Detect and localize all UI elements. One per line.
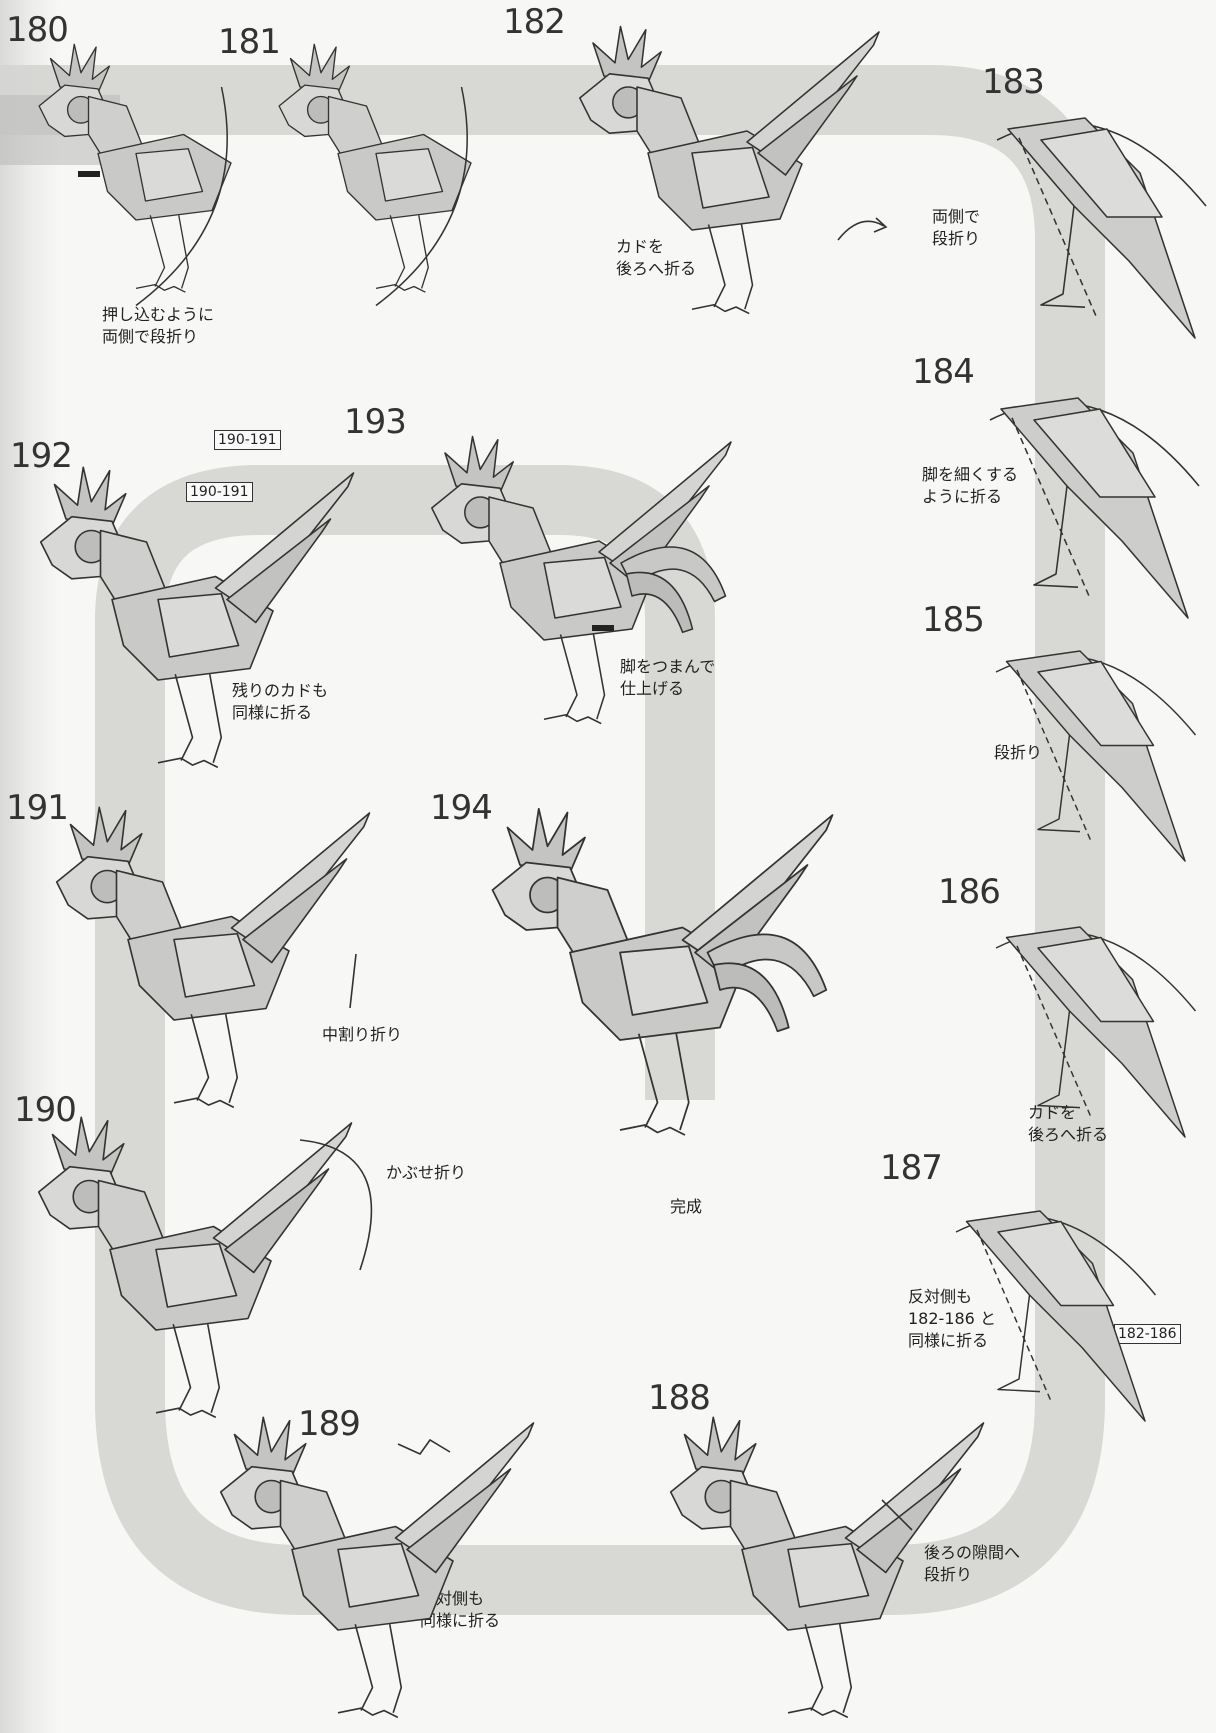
arrow-marks: [0, 0, 1216, 1733]
diagram-page: 180 181 182 183 184 185 186 187 188 189 …: [0, 0, 1216, 1733]
